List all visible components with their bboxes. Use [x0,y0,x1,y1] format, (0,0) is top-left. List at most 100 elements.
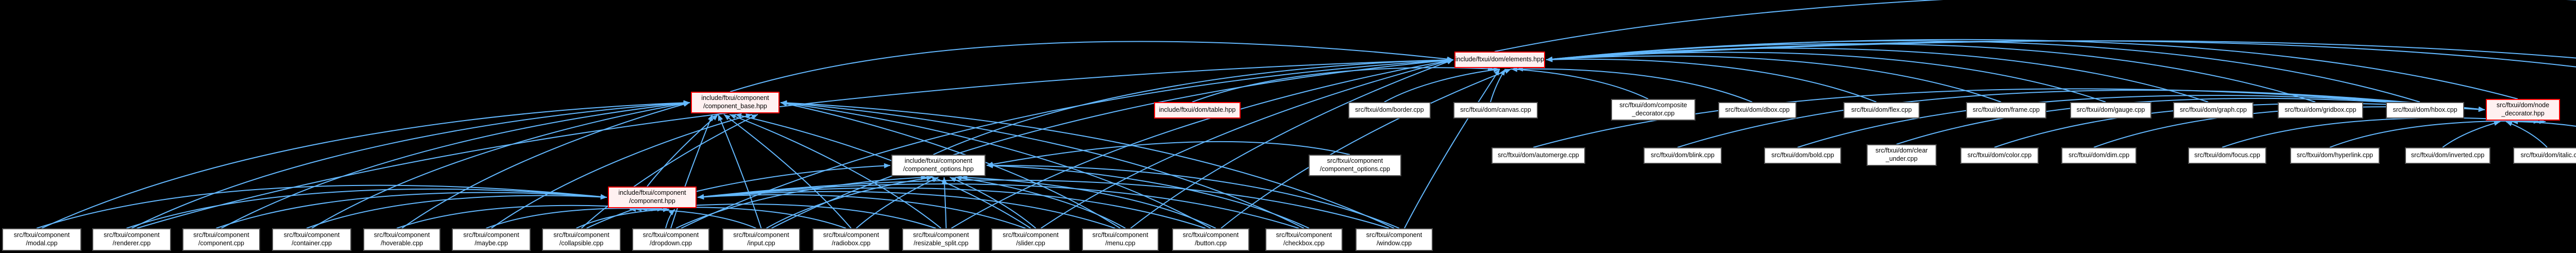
graph-node-node-decorator-hpp[interactable]: src/ftxui/dom/node_decorator.hpp [2486,99,2560,121]
graph-node-focus-cpp[interactable]: src/ftxui/dom/focus.cpp [2188,147,2266,164]
graph-node-label: _under.cpp [1886,155,1918,162]
graph-node-inverted-cpp[interactable]: src/ftxui/dom/inverted.cpp [2405,147,2490,164]
include-edge [718,114,762,229]
include-edge [137,59,1454,229]
include-edge [1384,69,1500,103]
graph-node-label: /component.hpp [629,197,675,205]
edge-arrowhead [718,114,723,121]
graph-node-menu-cpp[interactable]: src/ftxui/component/menu.cpp [1082,228,1159,251]
graph-node-label: src/ftxui/component [13,231,70,239]
graph-node-hbox-cpp[interactable]: src/ftxui/dom/hbox.cpp [2386,102,2464,119]
graph-node-blink-cpp[interactable]: src/ftxui/dom/blink.cpp [1643,147,1722,164]
graph-node-border-cpp[interactable]: src/ftxui/dom/border.cpp [1348,102,1431,119]
include-edge [933,59,1454,155]
include-edge [955,177,1126,229]
include-edge [586,165,891,229]
graph-node-button-cpp[interactable]: src/ftxui/component/button.cpp [1172,228,1249,251]
graph-node-dbox-cpp[interactable]: src/ftxui/dom/dbox.cpp [1718,102,1797,119]
graph-node-gridbox-cpp[interactable]: src/ftxui/dom/gridbox.cpp [2278,102,2363,119]
graph-node-modal-cpp[interactable]: src/ftxui/component/modal.cpp [2,228,81,251]
graph-node-label: src/ftxui/dom/inverted.cpp [2411,151,2485,159]
edge-arrowhead [735,113,742,119]
graph-node-label: /component_base.hpp [703,103,767,110]
include-edge [697,179,1389,229]
include-edge [306,195,607,229]
graph-node-collapsible-cpp[interactable]: src/ftxui/component/collapsible.cpp [542,228,621,251]
graph-node-component-hpp[interactable]: include/ftxui/component/component.hpp [608,187,697,208]
graph-node-label: src/ftxui/component [913,231,969,239]
edge-arrowhead [931,177,939,182]
graph-node-label: include/ftxui/component [904,157,973,165]
graph-node-label: src/ftxui/dom/blink.cpp [1651,151,1715,159]
graph-node-radiobox-cpp[interactable]: src/ftxui/component/radiobox.cpp [812,228,890,251]
graph-node-clear-under-cpp[interactable]: src/ftxui/dom/clear_under.cpp [1867,144,1937,166]
graph-node-component-options-cpp[interactable]: src/ftxui/component/component_options.cp… [1309,155,1401,176]
graph-node-elements-hpp[interactable]: include/ftxui/dom/elements.hpp [1454,52,1545,68]
graph-node-label: /resizable_split.cpp [913,240,969,247]
include-edge [36,184,607,229]
graph-node-composite-decorator-cpp[interactable]: src/ftxui/dom/composite_decorator.cpp [1611,99,1696,121]
graph-node-component-base-hpp[interactable]: include/ftxui/component/component_base.h… [691,92,779,113]
include-edge [697,191,1115,229]
graph-node-label: src/ftxui/component [1276,231,1332,239]
graph-node-automerge-cpp[interactable]: src/ftxui/dom/automerge.cpp [1492,147,1585,164]
graph-node-renderer-cpp[interactable]: src/ftxui/component/renderer.cpp [92,228,171,251]
graph-node-label: src/ftxui/dom/hyperlink.cpp [2297,151,2373,159]
graph-node-maybe-cpp[interactable]: src/ftxui/component/maybe.cpp [452,228,531,251]
graph-node-resizable-split-cpp[interactable]: src/ftxui/component/resizable_split.cpp [902,228,980,251]
graph-node-label: /hoverable.cpp [380,240,423,247]
edge-arrowhead [926,175,933,181]
graph-node-checkbox-cpp[interactable]: src/ftxui/component/checkbox.cpp [1265,228,1343,251]
graph-node-input-cpp[interactable]: src/ftxui/component/input.cpp [722,228,800,251]
graph-node-label: src/ftxui/dom/bold.cpp [1771,151,1834,159]
graph-node-flex-cpp[interactable]: src/ftxui/dom/flex.cpp [1843,102,1920,119]
graph-node-label: src/ftxui/component [283,231,340,239]
include-edge [780,102,1304,229]
graph-node-label: /menu.cpp [1105,240,1136,247]
graph-node-hyperlink-cpp[interactable]: src/ftxui/dom/hyperlink.cpp [2290,147,2380,164]
graph-node-graph-cpp[interactable]: src/ftxui/dom/graph.cpp [2173,102,2253,119]
graph-node-label: src/ftxui/dom/frame.cpp [1973,106,2040,114]
graph-node-label: include/ftxui/component [701,94,769,102]
graph-node-label: src/ftxui/dom/gauge.cpp [2076,106,2145,114]
graph-node-component-options-hpp[interactable]: include/ftxui/component/component_option… [891,155,986,176]
graph-node-italic-cpp[interactable]: src/ftxui/dom/italic.cpp [2513,147,2576,164]
graph-node-canvas-cpp[interactable]: src/ftxui/dom/canvas.cpp [1453,102,1538,119]
graph-node-component-cpp[interactable]: src/ftxui/component/component.cpp [182,228,260,251]
edge-arrowhead [942,177,947,184]
graph-node-bold-cpp[interactable]: src/ftxui/dom/bold.cpp [1764,147,1841,164]
edge-arrowhead [1447,57,1453,63]
graph-node-label: src/ftxui/dom/border.cpp [1355,106,1424,114]
graph-node-color-cpp[interactable]: src/ftxui/dom/color.cpp [1960,147,2039,164]
include-edge [1221,69,1512,229]
graph-node-hoverable-cpp[interactable]: src/ftxui/component/hoverable.cpp [363,228,440,251]
graph-node-label: src/ftxui/dom/canvas.cpp [1460,106,1531,114]
graph-node-dropdown-cpp[interactable]: src/ftxui/component/dropdown.cpp [632,228,709,251]
include-edge [1511,69,1649,99]
include-edge [1494,0,2576,52]
include-edge [221,102,690,229]
graph-node-slider-cpp[interactable]: src/ftxui/component/slider.cpp [991,228,1070,251]
graph-node-label: src/ftxui/component [642,231,699,239]
edge-arrowhead [698,194,704,199]
include-edge [943,177,947,229]
graph-node-table-hpp[interactable]: include/ftxui/dom/table.hpp [1154,102,1241,119]
edge-arrowhead [2494,121,2500,126]
include-edge [1404,69,1500,229]
include-edge [986,165,1310,229]
graph-node-gauge-cpp[interactable]: src/ftxui/dom/gauge.cpp [2070,102,2151,119]
include-edge [697,183,1299,229]
graph-node-dim-cpp[interactable]: src/ftxui/dom/dim.cpp [2061,147,2137,164]
include-edge [126,188,607,229]
graph-node-label: /collapsible.cpp [559,240,604,247]
graph-node-window-cpp[interactable]: src/ftxui/component/window.cpp [1355,228,1433,251]
graph-node-container-cpp[interactable]: src/ftxui/component/container.cpp [272,228,351,251]
include-edge [1192,67,1495,103]
graph-node-label: /window.cpp [1376,240,1412,247]
edge-arrowhead [1511,66,1518,72]
graph-node-label: src/ftxui/dom/automerge.cpp [1498,151,1579,159]
graph-node-label: src/ftxui/dom/color.cpp [1967,151,2032,159]
include-edge [1677,90,2485,148]
graph-node-frame-cpp[interactable]: src/ftxui/dom/frame.cpp [1966,102,2046,119]
